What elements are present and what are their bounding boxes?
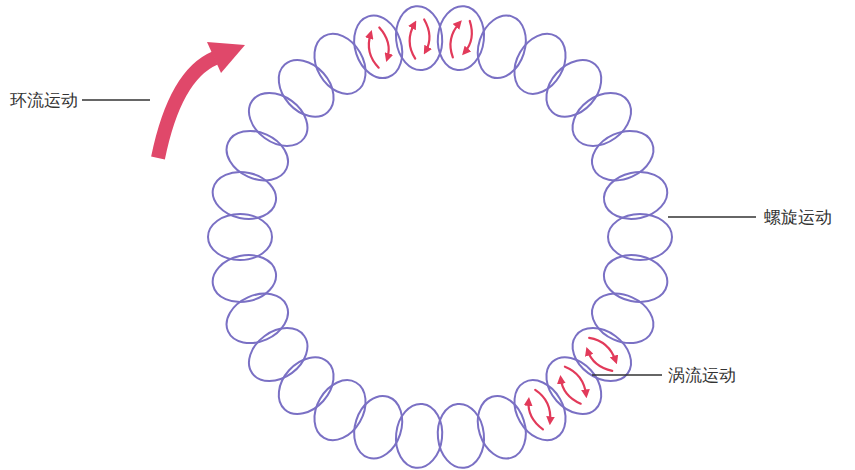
callout-label: 涡流运动: [666, 364, 738, 386]
callout-label: 螺旋运动: [762, 206, 834, 228]
spiral-loops: [208, 4, 672, 470]
eddy-arrows: [363, 19, 622, 431]
leader-lines: [82, 100, 756, 375]
circulation-arrow: [158, 42, 245, 158]
callout-label: 环流运动: [8, 89, 80, 111]
